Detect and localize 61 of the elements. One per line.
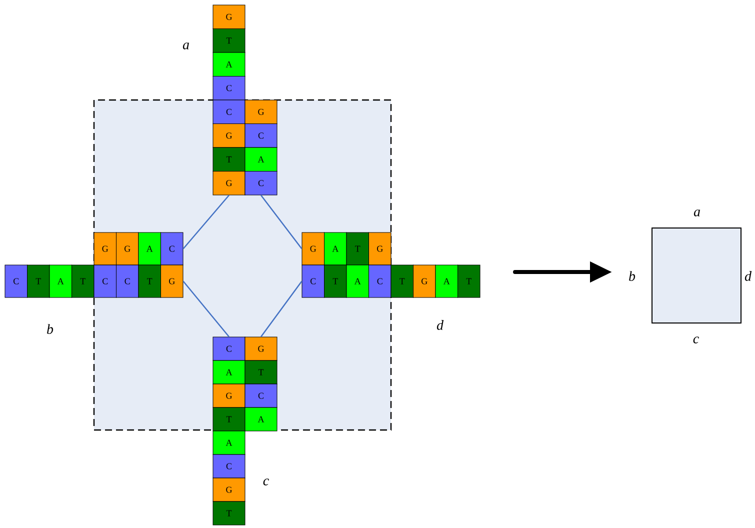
base-cell: G — [244, 100, 278, 124]
base-cell: A — [212, 52, 246, 76]
arm-label: a — [182, 42, 189, 50]
base-cell: C — [94, 264, 116, 298]
arm-label: d — [436, 320, 444, 330]
base-cell: G — [212, 171, 246, 196]
base-cell: G — [368, 232, 392, 266]
base-cell: G — [212, 384, 246, 408]
link-line — [182, 194, 230, 250]
side-label: c — [693, 336, 699, 344]
base-cell: G — [116, 232, 139, 266]
link-line — [260, 280, 302, 338]
base-cell: C — [212, 336, 246, 361]
base-cell: T — [72, 264, 94, 298]
base-cell: G — [94, 232, 116, 266]
base-cell: C — [212, 100, 246, 124]
base-cell: C — [244, 384, 278, 408]
base-cell: C — [160, 232, 184, 266]
base-cell: C — [302, 264, 324, 298]
base-cell: G — [244, 336, 278, 361]
base-cell: C — [212, 454, 246, 478]
base-cell: C — [244, 124, 278, 148]
base-cell: T — [346, 232, 369, 266]
base-cell: A — [212, 360, 246, 384]
base-cell: A — [244, 407, 278, 432]
side-label: b — [629, 271, 636, 281]
base-cell: T — [138, 264, 161, 298]
base-cell: T — [212, 147, 246, 172]
base-cell: A — [49, 264, 72, 298]
side-label: d — [744, 271, 752, 281]
base-cell: T — [212, 501, 246, 526]
base-cell: T — [212, 28, 246, 53]
arm-label: b — [47, 324, 54, 334]
base-cell: T — [390, 264, 414, 298]
base-cell: C — [116, 264, 139, 298]
base-cell: G — [413, 264, 436, 298]
base-cell: A — [435, 264, 458, 298]
base-cell: G — [212, 4, 246, 29]
link-line — [260, 194, 302, 250]
base-cell: C — [212, 76, 246, 100]
base-cell: C — [4, 264, 28, 298]
arm-label: c — [263, 478, 269, 486]
tile-square — [652, 228, 742, 324]
base-cell: G — [160, 264, 184, 298]
base-cell: A — [212, 430, 246, 455]
base-cell: C — [244, 171, 278, 196]
side-label: a — [694, 210, 700, 216]
base-cell: A — [138, 232, 161, 266]
base-cell: A — [324, 232, 347, 266]
base-cell: G — [212, 124, 246, 148]
base-cell: T — [212, 407, 246, 432]
base-cell: T — [458, 264, 480, 298]
base-cell: C — [368, 264, 392, 298]
base-cell: G — [302, 232, 324, 266]
base-cell: T — [27, 264, 50, 298]
base-cell: A — [244, 147, 278, 172]
base-cell: T — [244, 360, 278, 384]
base-cell: T — [324, 264, 347, 298]
link-line — [182, 280, 230, 338]
base-cell: G — [212, 478, 246, 502]
base-cell: A — [346, 264, 369, 298]
